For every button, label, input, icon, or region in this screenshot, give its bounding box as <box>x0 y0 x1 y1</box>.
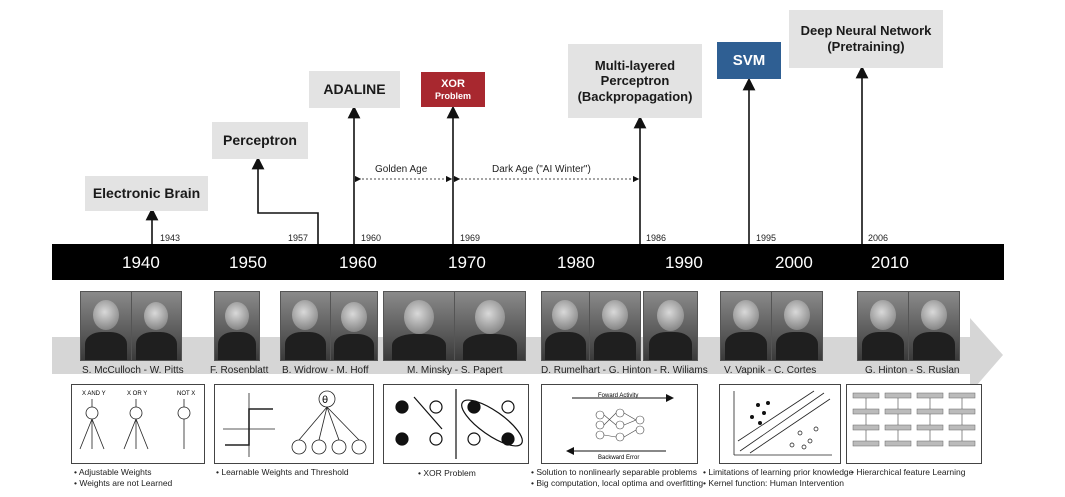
panel-perceptron: θ <box>214 384 374 464</box>
label-or: X OR Y <box>127 391 147 397</box>
era-dark-age: Dark Age ("AI Winter") <box>492 164 591 175</box>
milestone-electronic-brain: Electronic Brain <box>85 176 208 211</box>
arrow-1957 <box>251 156 319 244</box>
photo-vapnik <box>720 291 772 361</box>
panel-backprop: Foward Activity Backward Error <box>541 384 698 464</box>
decade-1960: 1960 <box>339 253 377 272</box>
panel-dnn <box>846 384 982 464</box>
xor-diagram <box>395 389 523 459</box>
timeline-bar <box>52 244 1004 280</box>
decade-1940: 1940 <box>122 253 160 272</box>
perceptron-diagram: θ <box>223 390 367 457</box>
photo-widrow <box>280 291 331 361</box>
milestone-xor-problem: XOR Problem <box>421 72 485 107</box>
milestone-multilayered-perceptron: Multi-layered Perceptron (Backpropagatio… <box>568 44 702 118</box>
name-rosenblatt: F. Rosenblatt <box>210 365 269 376</box>
svm-diagram <box>733 390 832 456</box>
dnn-diagram <box>852 392 976 447</box>
name-widrow-hoff: B. Widrow - M. Hoff <box>282 365 369 376</box>
note-perceptron: • Learnable Weights and Threshold <box>216 467 349 477</box>
photo-ruslan <box>908 291 960 361</box>
year-1969: 1969 <box>460 233 481 243</box>
year-1957: 1957 <box>288 233 309 243</box>
label-not: NOT X <box>177 391 195 397</box>
decade-2000: 2000 <box>775 253 813 272</box>
name-hinton-ruslan: G. Hinton - S. Ruslan <box>865 365 960 376</box>
theta-symbol: θ <box>322 395 328 406</box>
backprop-diagram: Foward Activity Backward Error <box>566 393 674 461</box>
label-backward: Backward Error <box>598 455 639 461</box>
name-minsky-papert: M. Minsky - S. Papert <box>407 365 503 376</box>
photo-hinton-1 <box>589 291 641 361</box>
year-1943: 1943 <box>160 233 181 243</box>
milestone-deep-neural-network: Deep Neural Network (Pretraining) <box>789 10 943 68</box>
photo-cortes <box>771 291 823 361</box>
milestone-perceptron: Perceptron <box>212 122 308 159</box>
decade-2010: 2010 <box>871 253 909 272</box>
name-mcculloch-pitts: S. McCulloch - W. Pitts <box>82 365 184 376</box>
year-2006: 2006 <box>868 233 889 243</box>
decade-1970: 1970 <box>448 253 486 272</box>
note-dnn: • Hierarchical feature Learning <box>851 467 966 477</box>
panel-mcculloch-pitts: X AND Y X OR Y NOT X <box>71 384 205 464</box>
note-xor: • XOR Problem <box>418 468 476 478</box>
panel-xor <box>383 384 529 464</box>
logic-units-diagram: X AND Y X OR Y NOT X <box>79 391 195 450</box>
name-vapnik-cortes: V. Vapnik - C. Cortes <box>724 365 817 376</box>
photo-rosenblatt <box>214 291 260 361</box>
year-1995: 1995 <box>756 233 777 243</box>
label-forward: Foward Activity <box>598 393 638 399</box>
milestone-svm: SVM <box>717 42 781 79</box>
milestone-adaline: ADALINE <box>309 71 400 108</box>
era-golden-age: Golden Age <box>375 164 428 175</box>
photo-papert <box>454 291 526 361</box>
note-backprop: • Solution to nonlinearly separable prob… <box>531 467 704 488</box>
photo-hoff <box>330 291 378 361</box>
note-mcculloch-pitts: • Adjustable Weights• Weights are not Le… <box>74 467 173 488</box>
year-1960: 1960 <box>361 233 382 243</box>
decade-1990: 1990 <box>665 253 703 272</box>
photo-minsky <box>383 291 455 361</box>
decade-1980: 1980 <box>557 253 595 272</box>
panel-svm <box>719 384 841 464</box>
photo-williams <box>643 291 698 361</box>
photo-hinton-2 <box>857 291 909 361</box>
note-svm: • Limitations of learning prior knowledg… <box>703 467 854 488</box>
label-and: X AND Y <box>82 391 106 397</box>
name-rumelhart-hinton-wiliams: D. Rumelhart - G. Hinton - R. Wiliams <box>541 365 708 376</box>
decade-1950: 1950 <box>229 253 267 272</box>
year-1986: 1986 <box>646 233 667 243</box>
photo-rumelhart <box>541 291 590 361</box>
photo-mcculloch <box>80 291 132 361</box>
photo-pitts <box>131 291 182 361</box>
